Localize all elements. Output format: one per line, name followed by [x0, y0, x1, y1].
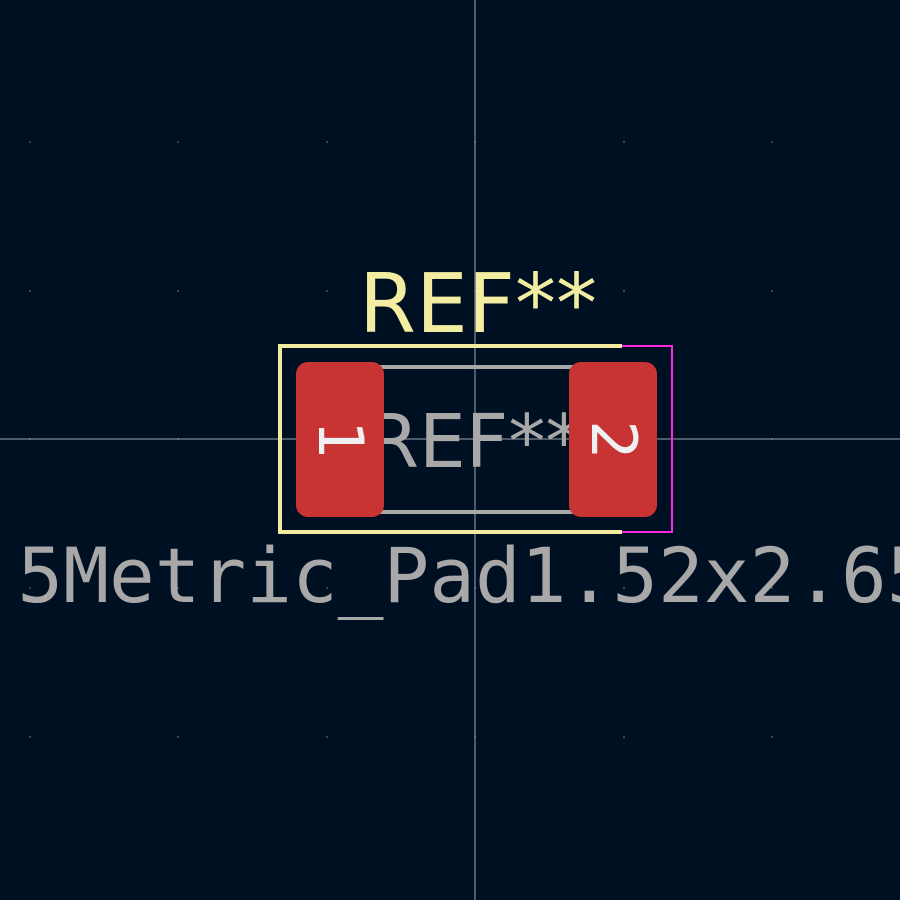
- grid-dot: [326, 736, 328, 738]
- grid-dot: [29, 141, 31, 143]
- grid-dot: [623, 736, 625, 738]
- grid-dot: [326, 587, 328, 589]
- pad-2-copper[interactable]: [569, 362, 657, 517]
- silkscreen-outline[interactable]: [278, 344, 622, 534]
- grid-dot: [326, 290, 328, 292]
- grid-dot: [177, 290, 179, 292]
- grid-dot: [771, 736, 773, 738]
- grid-dot: [326, 141, 328, 143]
- value-leading-fragment: 5: [17, 531, 63, 620]
- grid-dot: [29, 736, 31, 738]
- grid-dot: [771, 587, 773, 589]
- pad-1-copper[interactable]: [296, 362, 384, 517]
- grid-dot: [771, 141, 773, 143]
- pad-1[interactable]: 1: [296, 362, 384, 517]
- grid-dot: [177, 141, 179, 143]
- silkscreen-reference-text[interactable]: REF**: [359, 257, 597, 352]
- grid-dot: [29, 290, 31, 292]
- grid-dot: [177, 736, 179, 738]
- courtyard-outline[interactable]: [622, 345, 673, 533]
- grid-dot: [623, 290, 625, 292]
- pad-2-number: 2: [577, 420, 650, 459]
- grid-dot: [177, 587, 179, 589]
- fab-reference-text[interactable]: REF**: [368, 399, 583, 485]
- value-text[interactable]: 5Metric_Pad1.52x2.65: [17, 531, 900, 620]
- value-main: Metric_Pad1.52x2.65: [63, 531, 900, 620]
- pad-1-number: 1: [304, 420, 377, 459]
- grid-dot: [29, 587, 31, 589]
- pad-2[interactable]: 2: [569, 362, 657, 517]
- grid-dot: [771, 290, 773, 292]
- grid-dot: [623, 587, 625, 589]
- grid-dot: [623, 141, 625, 143]
